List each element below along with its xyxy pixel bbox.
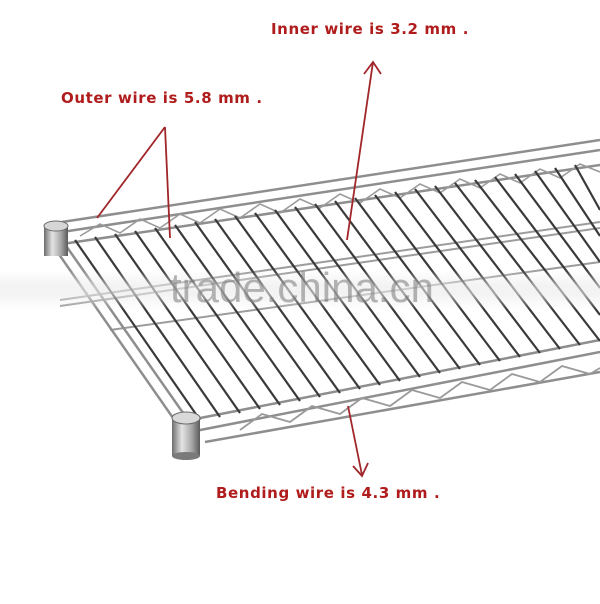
outer-pointer-a — [96, 126, 166, 219]
outer-pointer-b — [164, 126, 171, 239]
inner-arrowhead — [363, 60, 382, 75]
bending-arrowhead — [352, 462, 369, 478]
back-truss — [79, 163, 600, 237]
watermark-band — [0, 270, 600, 310]
left-frame — [54, 239, 190, 429]
outer-wire-label: Outer wire is 5.8 mm . — [61, 89, 263, 107]
bending-wire-label: Bending wire is 4.3 mm . — [216, 484, 441, 502]
corner-post-back-left — [43, 220, 69, 256]
annotation-lines — [96, 60, 382, 478]
inner-wire-label: Inner wire is 3.2 mm . — [271, 20, 469, 38]
inner-pointer — [346, 61, 374, 241]
front-truss — [239, 365, 600, 431]
watermark-text: trade.china.cn — [170, 264, 434, 311]
bending-pointer — [347, 405, 363, 476]
corner-post-front-left — [171, 411, 201, 460]
front-frame — [189, 338, 600, 444]
